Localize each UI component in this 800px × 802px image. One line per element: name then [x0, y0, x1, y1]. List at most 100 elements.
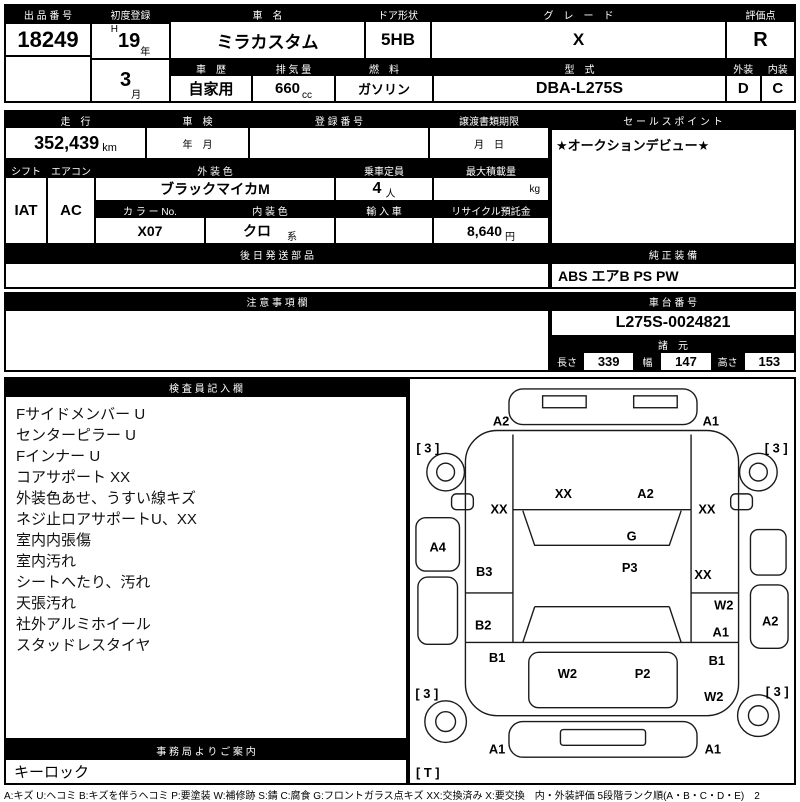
grade-label: グ レ ー ド	[432, 6, 725, 22]
later-parts-value	[6, 264, 548, 287]
max-load-cell: 最大積載量 kg	[434, 162, 548, 200]
interior-color-value: クロ 系	[206, 218, 334, 243]
panel-mark: XX	[490, 502, 508, 517]
registration-no-value	[250, 128, 428, 158]
mileage-cell: 走 行 352,439 km	[6, 112, 145, 158]
interior-color-label: 内 装 色	[206, 202, 334, 218]
panel-mark: B1	[489, 650, 505, 665]
score-label: 評価点	[727, 6, 794, 22]
grade-cell: グ レ ー ド X	[432, 6, 725, 58]
notes-value	[6, 311, 548, 370]
first-registration-cell: 初度登録 H 19 年 3 月	[92, 6, 169, 101]
displacement-cell: 排 気 量 660 cc	[253, 60, 334, 101]
inspector-notes: Fサイドメンバー U センターピラー U Fインナー U コアサポート XX 外…	[6, 397, 406, 738]
transfer-deadline-cell: 譲渡書類期限 月 日	[430, 112, 548, 158]
panel-mark: G	[627, 528, 637, 543]
exterior-color-value: ブラックマイカM	[96, 178, 334, 200]
chassis-no-value: L275S-0024821	[552, 311, 794, 335]
inspection-cell: 車 検 年 月	[147, 112, 248, 158]
panel-mark: XX	[555, 486, 573, 501]
inspector-line: シートへたり、汚れ	[16, 574, 151, 591]
interior-score-label: 内装	[761, 60, 794, 76]
panel-mark: A1	[713, 624, 729, 639]
spec-length-label: 長さ	[552, 353, 582, 370]
diagram-band: A2 A1 [ 3 ] [ 3 ] XX XX A2 XX A4 G B3 P3…	[408, 377, 796, 785]
panel-mark: A2	[637, 486, 653, 501]
panel-mark: B1	[709, 653, 725, 668]
tire-mark: [ 3 ]	[415, 686, 438, 701]
panel-mark: XX	[694, 567, 712, 582]
year-unit: 年	[140, 47, 151, 58]
displacement-value: 660 cc	[253, 76, 334, 101]
inspector-line: 天張汚れ	[16, 595, 77, 612]
header-right-grid: 車 名 ミラカスタム ドア形状 5HB グ レ ー ド X 評価点 R 車 歴 …	[171, 6, 794, 101]
panel-mark: B3	[476, 564, 492, 579]
legend: A:キズ U:ヘコミ B:キズを伴うヘコミ P:要塗装 W:補修跡 S:錆 C:…	[4, 791, 760, 802]
tire-mark: [ 3 ]	[766, 684, 789, 699]
sales-point-value: ★オークションデビュー★	[552, 130, 794, 243]
office-value: キーロック	[6, 760, 406, 783]
mileage-unit: km	[102, 142, 117, 154]
capacity-label: 乗車定員	[336, 162, 432, 178]
genuine-equipment-label: 純 正 装 備	[552, 247, 794, 262]
car-name-cell: 車 名 ミラカスタム	[171, 6, 364, 58]
mileage-label: 走 行	[6, 112, 145, 128]
inspector-line: 室内内張傷	[16, 532, 92, 549]
sales-point-label: セ ー ル ス ポ イ ン ト	[552, 112, 794, 128]
color-row-1: 外 装 色 ブラックマイカM 乗車定員 4 人 最大積載量 kg	[96, 162, 548, 200]
panel-mark: XX	[698, 502, 716, 517]
inspector-line: 社外アルミホイール	[16, 616, 151, 633]
panel-mark: P2	[635, 666, 651, 681]
recycle-deposit-number: 8,640	[466, 222, 503, 239]
max-load-label: 最大積載量	[434, 162, 548, 178]
inspector-label: 検 査 員 記 入 欄	[6, 379, 406, 395]
aircon-label: エアコン	[48, 162, 94, 178]
inspector-line: Fサイドメンバー U	[16, 406, 146, 423]
car-diagram: A2 A1 [ 3 ] [ 3 ] XX XX A2 XX A4 G B3 P3…	[415, 388, 789, 780]
interior-color-suffix: 系	[287, 232, 297, 243]
panel-mark: A2	[762, 614, 778, 629]
panel-marks: A2 A1 [ 3 ] [ 3 ] XX XX A2 XX A4 G B3 P3…	[415, 414, 788, 780]
auction-no-label: 出 品 番 号	[6, 6, 90, 22]
exterior-score-value: D	[727, 76, 760, 101]
later-parts-band: 後 日 発 送 部 品	[4, 245, 550, 289]
panel-mark: A1	[489, 741, 505, 756]
inspector-line: 外装色あせ、うすい線キズ	[16, 490, 197, 507]
interior-color-name: クロ	[243, 222, 271, 239]
genuine-equipment-value: ABS エアB PS PW	[552, 264, 794, 287]
panel-mark: B2	[475, 618, 491, 633]
diagram-cell: A2 A1 [ 3 ] [ 3 ] XX XX A2 XX A4 G B3 P3…	[410, 379, 794, 783]
notes-band: 注 意 事 項 欄	[4, 292, 550, 372]
chassis-band: 車 台 番 号 L275S-0024821 諸 元 長さ 339 幅 147 高…	[550, 292, 796, 372]
grade-value: X	[432, 22, 725, 58]
score-cell: 評価点 R	[727, 6, 794, 58]
panel-mark: A1	[705, 741, 721, 756]
history-label: 車 歴	[171, 60, 251, 76]
inspection-label: 車 検	[147, 112, 248, 128]
shift-label: シフト	[6, 162, 46, 178]
capacity-unit: 人	[385, 189, 396, 200]
panel-mark: W2	[704, 689, 723, 704]
displacement-unit: cc	[302, 90, 313, 101]
fuel-label: 燃 料	[336, 60, 432, 76]
equipment-band: シフト IAT エアコン AC 外 装 色 ブラックマイカM 乗車定員 4 人 …	[4, 160, 550, 245]
inspector-line: ネジ止ロアサポートU、XX	[16, 511, 197, 528]
header-row-1: 車 名 ミラカスタム ドア形状 5HB グ レ ー ド X 評価点 R	[171, 6, 794, 58]
tire-mark: [ 3 ]	[416, 440, 439, 455]
interior-score-value: C	[761, 76, 794, 101]
recycle-deposit-cell: リサイクル預託金 8,640 円	[434, 202, 548, 243]
score-value: R	[727, 22, 794, 58]
fuel-cell: 燃 料 ガソリン	[336, 60, 432, 101]
color-no-cell: カ ラ ー No. X07	[96, 202, 204, 243]
color-row-2: カ ラ ー No. X07 内 装 色 クロ 系 輸 入 車 リサイクル預託金 …	[96, 202, 548, 243]
header-band: 出 品 番 号 18249 初度登録 H 19 年 3 月 車 名 ミラカスタム…	[4, 4, 796, 103]
office-band: 事 務 局 よ り ご 案 内 キーロック	[4, 740, 408, 785]
car-name-label: 車 名	[171, 6, 364, 22]
exterior-color-cell: 外 装 色 ブラックマイカM	[96, 162, 334, 200]
import-car-cell: 輸 入 車	[336, 202, 432, 243]
spec-row: 長さ 339 幅 147 高さ 153	[552, 353, 794, 370]
spec-height-label: 高さ	[712, 353, 743, 370]
model-code-cell: 型 式 DBA-L275S	[434, 60, 725, 101]
max-load-value: kg	[434, 178, 548, 200]
